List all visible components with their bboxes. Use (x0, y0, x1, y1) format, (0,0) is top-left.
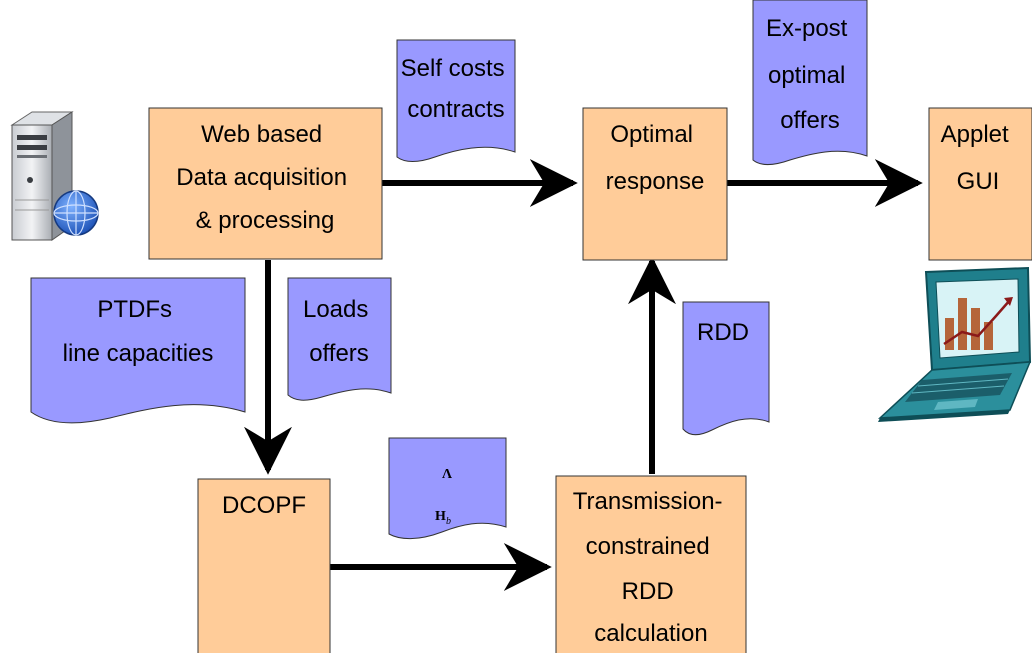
document-rdd: RDD (682, 301, 770, 436)
svg-text:Self costs contracts: Self costs contracts (401, 55, 512, 123)
svg-text:Applet GUI: Applet GUI (941, 121, 1016, 195)
flow-arrows (244, 159, 923, 591)
web-data-line-3: & processing (196, 207, 335, 234)
process-web-data: Web based Data acquisition & processing (148, 107, 383, 260)
svg-text:Web based Data acquisiti: Web based Data acquisition & processing (176, 121, 353, 234)
h-subscript: b (446, 516, 451, 527)
process-transmission-rdd: Transmission- constrained RDD calculatio… (555, 475, 747, 653)
self-costs-line-2: contracts (407, 96, 504, 123)
self-costs-line-1: Self costs (401, 55, 505, 82)
web-data-line-2: Data acquisition (176, 164, 347, 191)
server-globe-icon (10, 111, 99, 241)
svg-text:Optimal response: Optimal response (606, 121, 705, 195)
lambda-symbol: Λ (442, 467, 452, 482)
document-loads-offers: Loads offers (287, 277, 392, 401)
document-ptdfs: PTDFs line capacities (30, 277, 246, 424)
svg-text:PTDFs line capacities: PTDFs line capacities (63, 296, 214, 367)
expost-line-2: optimal (768, 62, 845, 89)
ptdfs-line-2: line capacities (63, 340, 214, 367)
loads-offers-line-1: Loads (303, 296, 368, 323)
dcopf-label: DCOPF (222, 492, 306, 519)
transmission-line-2: constrained (586, 533, 710, 560)
web-data-line-1: Web based (201, 121, 322, 148)
optimal-response-line-2: response (606, 168, 705, 195)
process-applet-gui: Applet GUI (928, 107, 1032, 261)
rdd-doc-label: RDD (697, 319, 749, 346)
process-optimal-response: Optimal response (582, 107, 728, 261)
optimal-response-line-1: Optimal (610, 121, 693, 148)
svg-text:RDD: RDD (697, 319, 749, 346)
svg-text:Hb: Hb (435, 509, 451, 527)
document-self-costs: Self costs contracts (396, 39, 516, 162)
svg-text:Loads offers: Loads offers (303, 296, 375, 367)
svg-text:Ex-post optimal of: Ex-post optimal offers (766, 15, 854, 134)
ptdfs-line-1: PTDFs (97, 296, 172, 323)
svg-text:DCOPF: DCOPF (222, 492, 306, 519)
expost-line-1: Ex-post (766, 15, 848, 42)
transmission-line-1: Transmission- (573, 488, 723, 515)
applet-gui-line-2: GUI (957, 168, 1000, 195)
document-expost-offers: Ex-post optimal offers (752, 0, 868, 165)
loads-offers-line-2: offers (309, 340, 369, 367)
transmission-line-4: calculation (594, 620, 707, 647)
laptop-chart-icon (877, 266, 1032, 422)
transmission-line-3: RDD (622, 578, 674, 605)
document-matrices: Λ Hb (388, 437, 507, 540)
process-dcopf: DCOPF (197, 478, 331, 653)
expost-line-3: offers (780, 107, 840, 134)
svg-text:Transmission- constraine: Transmission- constrained RDD calculatio… (573, 488, 729, 647)
applet-gui-line-1: Applet (941, 121, 1009, 148)
h-symbol: H (435, 509, 446, 524)
